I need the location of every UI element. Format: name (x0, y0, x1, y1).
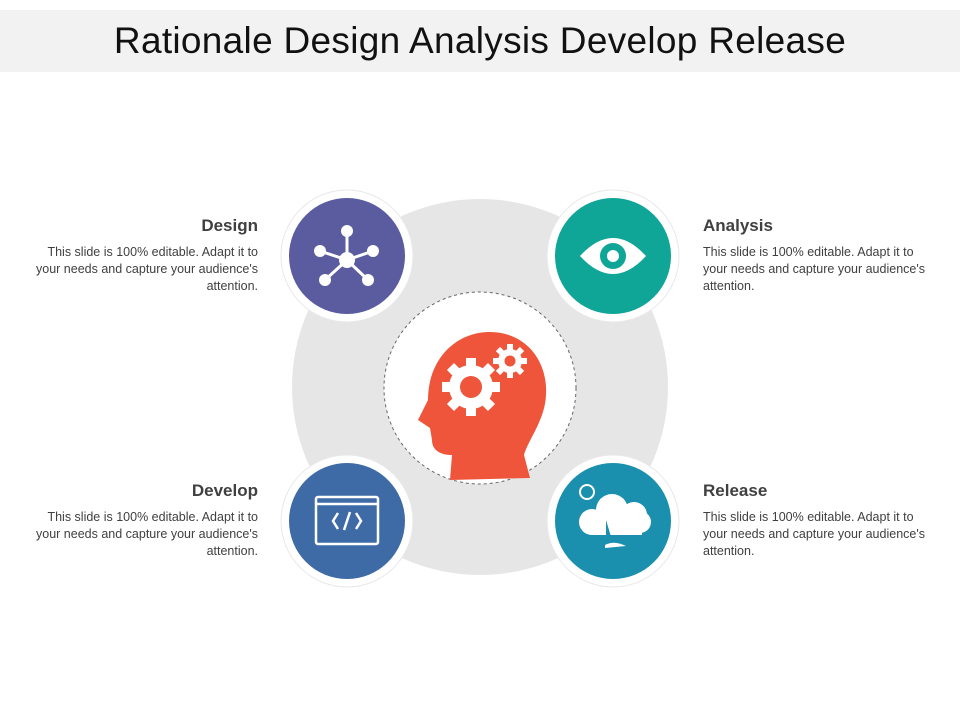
network-icon (314, 225, 379, 286)
design-node (280, 189, 414, 323)
develop-heading: Develop (191, 481, 258, 500)
analysis-description: This slide is 100% editable. Adapt it to… (703, 245, 925, 293)
page-title: Rationale Design Analysis Develop Releas… (113, 20, 847, 61)
analysis-node (546, 189, 680, 323)
eye-icon (580, 238, 646, 274)
release-description: This slide is 100% editable. Adapt it to… (703, 510, 925, 558)
release-node (546, 454, 680, 588)
design-heading: Design (201, 216, 258, 235)
release-heading: Release (703, 481, 768, 500)
analysis-text-block: Analysis This slide is 100% editable. Ad… (703, 216, 933, 295)
develop-description: This slide is 100% editable. Adapt it to… (36, 510, 258, 558)
develop-node (280, 454, 414, 588)
code-window-icon (314, 495, 380, 546)
head-gears-icon (418, 332, 547, 480)
cloud-sailboat-icon (579, 484, 651, 548)
develop-text-block: Develop This slide is 100% editable. Ada… (28, 481, 258, 560)
release-text-block: Release This slide is 100% editable. Ada… (703, 481, 933, 560)
analysis-heading: Analysis (703, 216, 773, 235)
title-bar: Rationale Design Analysis Develop Releas… (0, 10, 960, 72)
design-description: This slide is 100% editable. Adapt it to… (36, 245, 258, 293)
design-text-block: Design This slide is 100% editable. Adap… (28, 216, 258, 295)
